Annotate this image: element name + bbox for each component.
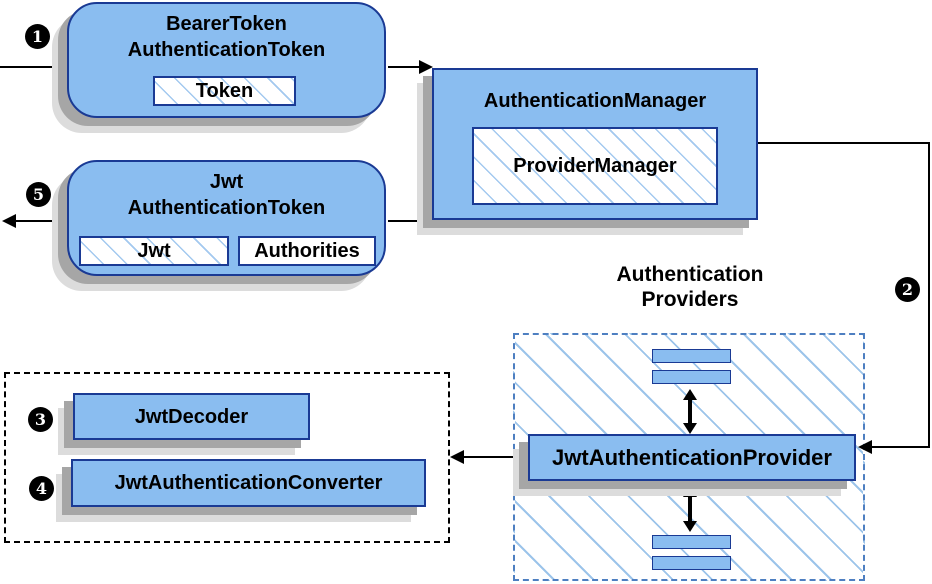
provider-manager-field: ProviderManager [472, 127, 718, 205]
manager-to-provider-top-line [758, 142, 930, 144]
step-5-badge: 5 [26, 182, 51, 207]
manager-to-provider-arrowhead-icon [858, 440, 872, 454]
provider-to-helpers-line [461, 456, 528, 458]
jwt-token-title-line2: AuthenticationToken [127, 197, 326, 219]
providers-double-arrow-up-icon [683, 486, 697, 497]
step-1-badge: 1 [25, 24, 50, 49]
jwt-field: Jwt [79, 236, 229, 266]
authentication-manager-node: AuthenticationManager ProviderManager [432, 68, 758, 220]
providers-double-arrow-down-icon [683, 521, 697, 532]
manager-to-provider-vertical-line [928, 142, 930, 448]
authentication-providers-label: Authentication Providers [590, 262, 790, 312]
outgoing-result-arrowhead-icon [2, 214, 16, 228]
providers-double-arrow-line [688, 398, 692, 426]
authorities-field: Authorities [238, 236, 376, 266]
jwt-token-node-title: Jwt AuthenticationToken [69, 169, 384, 221]
provider-to-helpers-arrowhead-icon [450, 450, 464, 464]
other-provider-bar [652, 349, 731, 363]
providers-double-arrow-down-icon [683, 423, 697, 434]
outgoing-result-line [13, 220, 67, 222]
step-4-badge: 4 [29, 476, 54, 501]
other-provider-bar [652, 370, 731, 384]
bearer-token-title-line2: AuthenticationToken [127, 39, 326, 61]
jwt-token-title-line1: Jwt [209, 171, 244, 193]
manager-to-jwttoken-line [388, 220, 432, 222]
incoming-request-line [0, 66, 67, 68]
jwt-authentication-provider-node: JwtAuthenticationProvider [528, 434, 856, 481]
other-provider-bar [652, 535, 731, 549]
bearer-to-manager-line [388, 66, 420, 68]
jwt-authentication-converter-node: JwtAuthenticationConverter [71, 459, 426, 507]
bearer-token-authentication-token-node: BearerToken AuthenticationToken Token [67, 2, 386, 118]
bearer-token-title-line1: BearerToken [166, 13, 287, 35]
manager-to-provider-bottom-line [871, 446, 930, 448]
step-3-badge: 3 [28, 407, 53, 432]
providers-double-arrow-line [688, 495, 692, 522]
providers-label-line1: Authentication [616, 263, 764, 286]
providers-label-line2: Providers [641, 288, 739, 311]
jwt-authentication-token-node: Jwt AuthenticationToken Jwt Authorities [67, 160, 386, 276]
authentication-manager-title: AuthenticationManager [483, 90, 707, 112]
bearer-token-node-title: BearerToken AuthenticationToken [69, 11, 384, 63]
other-provider-bar [652, 556, 731, 570]
step-2-badge: 2 [895, 277, 920, 302]
providers-double-arrow-up-icon [683, 389, 697, 400]
jwt-decoder-node: JwtDecoder [73, 393, 310, 440]
bearer-to-manager-arrowhead-icon [419, 60, 433, 74]
token-field: Token [153, 76, 296, 106]
